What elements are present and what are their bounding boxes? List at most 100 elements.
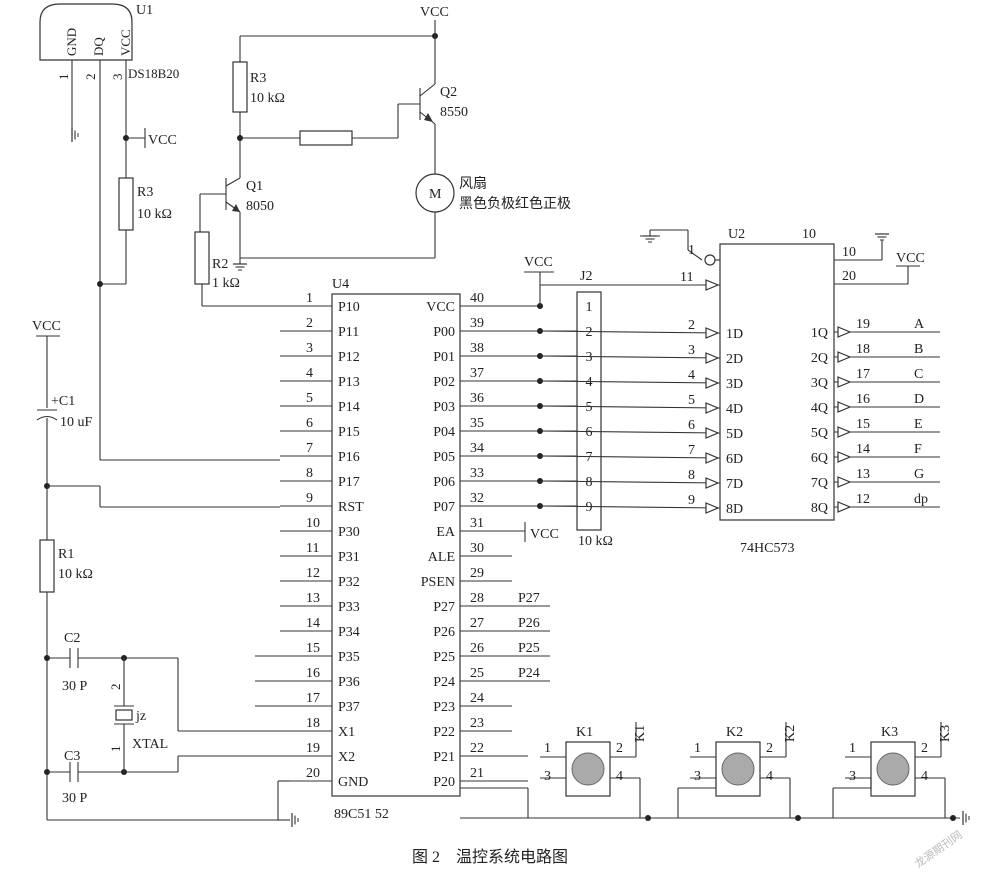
latch-out-name-8Q: 8Q: [811, 501, 828, 516]
latch-out-num-15: 15: [856, 417, 870, 432]
mcu-pin-num-3: 3: [306, 341, 313, 356]
mcu-pin-name-16: P36: [338, 675, 360, 690]
mcu-pin-name-33: P06: [433, 475, 455, 490]
mcu-pin-name-21: P20: [433, 775, 455, 790]
segment-net-D: D: [914, 392, 924, 407]
mcu-pin-name-36: P03: [433, 400, 455, 415]
latch-in-name-2D: 2D: [726, 352, 743, 367]
mcu-pin-name-10: P30: [338, 525, 360, 540]
segment-net-B: B: [914, 342, 923, 357]
mcu-pin-name-6: P15: [338, 425, 360, 440]
mcu-pin-name-13: P33: [338, 600, 360, 615]
mcu-pin-num-32: 32: [470, 491, 484, 506]
latch-in-name-1D: 1D: [726, 327, 743, 342]
mcu-pin-name-19: X2: [338, 750, 355, 765]
mcu-pin-num-35: 35: [470, 416, 484, 431]
crystal-pin-2: 2: [108, 684, 123, 691]
latch-out-name-4Q: 4Q: [811, 401, 828, 416]
c1-ref: +C1: [51, 394, 75, 409]
mcu-pin-name-39: P00: [433, 325, 455, 340]
watermark-text: 龙源期刊网: [912, 827, 965, 870]
q1-ref: Q1: [246, 179, 263, 194]
mcu-net-label-P27: P27: [518, 591, 540, 606]
mcu-pin-name-32: P07: [433, 500, 455, 515]
mcu-pin-num-7: 7: [306, 441, 313, 456]
mcu-pin-num-19: 19: [306, 741, 320, 756]
mcu-pin-name-5: P14: [338, 400, 360, 415]
latch-in-num-2: 2: [688, 318, 695, 333]
reset-circuit: VCC +C1 10 uF R1 10 kΩ: [32, 319, 101, 820]
mcu-pin-name-2: P11: [338, 325, 359, 340]
key-K1-pin-2: 2: [616, 741, 623, 756]
mcu-left-pins: 1P102P113P124P135P146P157P168P179RST10P3…: [255, 291, 368, 790]
mcu-pin-name-28: P27: [433, 600, 455, 615]
key-K2-pin-4: 4: [766, 769, 773, 784]
key-K2-pin-3: 3: [694, 769, 701, 784]
sensor-ref: U1: [136, 3, 153, 18]
latch-out-name-1Q: 1Q: [811, 326, 828, 341]
mcu-pin-num-21: 21: [470, 766, 484, 781]
fan-r3-value: 10 kΩ: [250, 91, 285, 106]
j2-pin-2: 2: [586, 325, 593, 340]
mcu-pin-name-27: P26: [433, 625, 455, 640]
mcu-pin-num-13: 13: [306, 591, 320, 606]
ea-vcc-label: VCC: [530, 527, 559, 542]
mcu-pin-name-40: VCC: [426, 300, 455, 315]
mcu-pin-name-35: P04: [433, 425, 455, 440]
mcu-pin-num-36: 36: [470, 391, 484, 406]
j2-pin-1: 1: [586, 300, 593, 315]
mcu-pin-num-15: 15: [306, 641, 320, 656]
mcu-pin-num-40: 40: [470, 291, 484, 306]
latch-out-num-19: 19: [856, 317, 870, 332]
mcu-pin-num-12: 12: [306, 566, 320, 581]
mcu-pin-num-17: 17: [306, 691, 320, 706]
key-K3-pin-2: 2: [921, 741, 928, 756]
mcu-pin-num-11: 11: [306, 541, 319, 556]
key-K3-pin-3: 3: [849, 769, 856, 784]
latch-in-num-8: 8: [688, 468, 695, 483]
motor-label: 风扇: [459, 176, 487, 192]
latch-out-name-5Q: 5Q: [811, 426, 828, 441]
latch-in-name-7D: 7D: [726, 477, 743, 492]
key-K1-pin-3: 3: [544, 769, 551, 784]
mcu-pin-num-30: 30: [470, 541, 484, 556]
mcu-pin-num-23: 23: [470, 716, 484, 731]
r1-ref: R1: [58, 547, 74, 562]
mcu-net-label-P26: P26: [518, 616, 540, 631]
fan-driver: VCC R3 10 kΩ Q2 8550 M 风扇 黑色负极红色正极: [194, 5, 571, 306]
mcu-pin-name-34: P05: [433, 450, 455, 465]
r1-value: 10 kΩ: [58, 567, 93, 582]
key-K3-pin-1: 1: [849, 741, 856, 756]
j2-pin-6: 6: [586, 425, 593, 440]
mcu-net-label-P25: P25: [518, 641, 540, 656]
mcu-pin-num-33: 33: [470, 466, 484, 481]
key-K3-pin-4: 4: [921, 769, 928, 784]
mcu-pin-num-8: 8: [306, 466, 313, 481]
j2-pin-4: 4: [586, 375, 593, 390]
latch-out-name-2Q: 2Q: [811, 351, 828, 366]
mcu-model: 89C51 52: [334, 807, 389, 822]
j2-pin-9: 9: [586, 500, 593, 515]
sensor-pin-name-1: GND: [64, 28, 79, 56]
key-K2-ref: K2: [726, 725, 743, 740]
mcu-pin-name-12: P32: [338, 575, 360, 590]
mcu-pin-name-11: P31: [338, 550, 360, 565]
latch-in-num-4: 4: [688, 368, 695, 383]
mcu-pin-num-5: 5: [306, 391, 313, 406]
pullup-ref: R3: [137, 185, 153, 200]
latch-top-pin: 10: [802, 227, 816, 242]
crystal-ref: jz: [135, 709, 146, 724]
latch-le-pin: 11: [680, 270, 693, 285]
sensor-pin-num-1: 1: [56, 74, 71, 81]
mcu-pin-name-18: X1: [338, 725, 355, 740]
segment-net-A: A: [914, 317, 925, 332]
mcu-pin-num-22: 22: [470, 741, 484, 756]
latch-in-name-4D: 4D: [726, 402, 743, 417]
